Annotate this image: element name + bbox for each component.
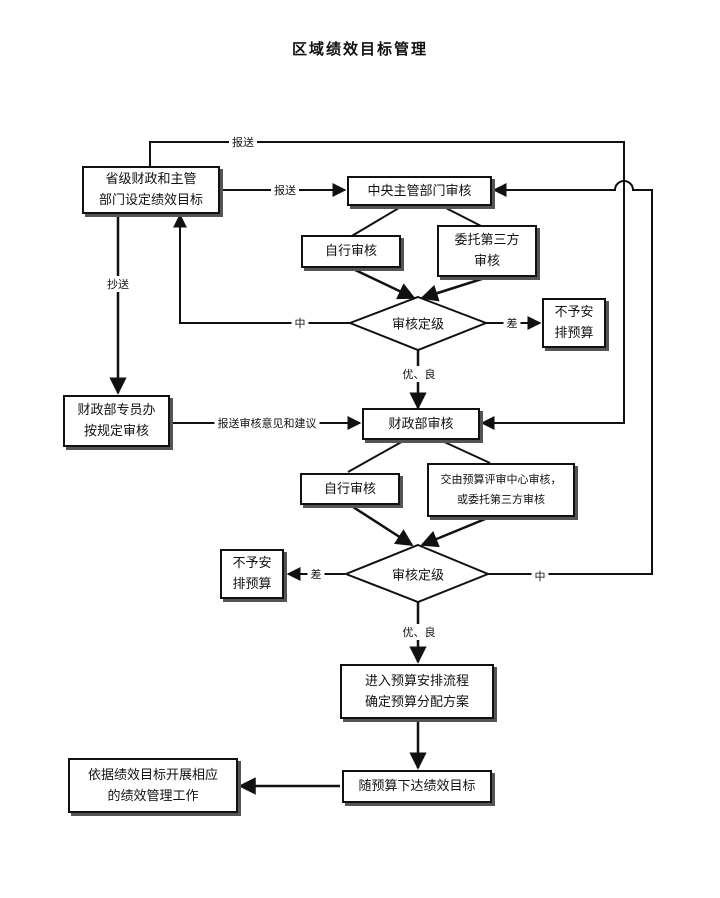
edge-center2-grade2: [420, 515, 491, 548]
edge-label-poor-2: 差: [307, 566, 325, 582]
decision-1-label: 审核定级: [391, 317, 445, 333]
node-mof-review: 财政部审核: [362, 408, 480, 440]
edge-mid2: [488, 180, 653, 575]
node-third-party-1: 委托第三方 审核: [437, 225, 537, 277]
page-title: 区域绩效目标管理: [291, 40, 428, 58]
edge-central-self1: [349, 204, 405, 238]
edge-mid1: [173, 213, 350, 324]
decision-2-label: 审核定级: [391, 568, 445, 584]
edge-mof-self2: [347, 439, 406, 473]
node-self-review-2: 自行审核: [300, 473, 400, 505]
edge-submit-top: [149, 141, 625, 430]
node-province-set: 省级财政和主管 部门设定绩效目标: [82, 166, 220, 214]
edge-label-good-2: 优、良: [399, 624, 439, 640]
node-central-review: 中央主管部门审核: [347, 176, 492, 206]
edge-mof-center2: [439, 439, 491, 464]
node-self-review-1: 自行审核: [301, 235, 401, 268]
edge-label-poor-1: 差: [503, 315, 521, 331]
decision-diamond-2: [343, 543, 491, 604]
edge-label-submit-top: 报送: [229, 134, 257, 150]
node-mgmt-work: 依据绩效目标开展相应 的绩效管理工作: [68, 758, 238, 813]
node-issue-targets: 随预算下达绩效目标: [342, 770, 492, 803]
edge-label-submit-mid: 报送: [271, 182, 299, 198]
decision-diamond-1: [347, 295, 489, 352]
edge-label-submit-opinion: 报送审核意见和建议: [214, 415, 320, 431]
edge-label-good-1: 优、良: [399, 366, 439, 382]
edge-label-mid-1: 中: [291, 315, 309, 331]
node-budget-process: 进入预算安排流程 确定预算分配方案: [340, 664, 494, 719]
edge-label-mid-2: 中: [531, 568, 549, 584]
node-no-budget-2: 不予安 排预算: [220, 549, 284, 599]
edge-third1-grade1: [420, 275, 489, 302]
edge-label-copy: 抄送: [104, 276, 132, 292]
node-no-budget-1: 不予安 排预算: [542, 298, 606, 348]
edge-self1-grade1: [350, 266, 416, 300]
node-center-review-2: 交由预算评审中心审核， 或委托第三方审核: [427, 463, 575, 517]
node-specialist: 财政部专员办 按规定审核: [63, 395, 170, 447]
edge-self2-grade2: [349, 503, 414, 547]
edge-central-third1: [439, 204, 486, 229]
